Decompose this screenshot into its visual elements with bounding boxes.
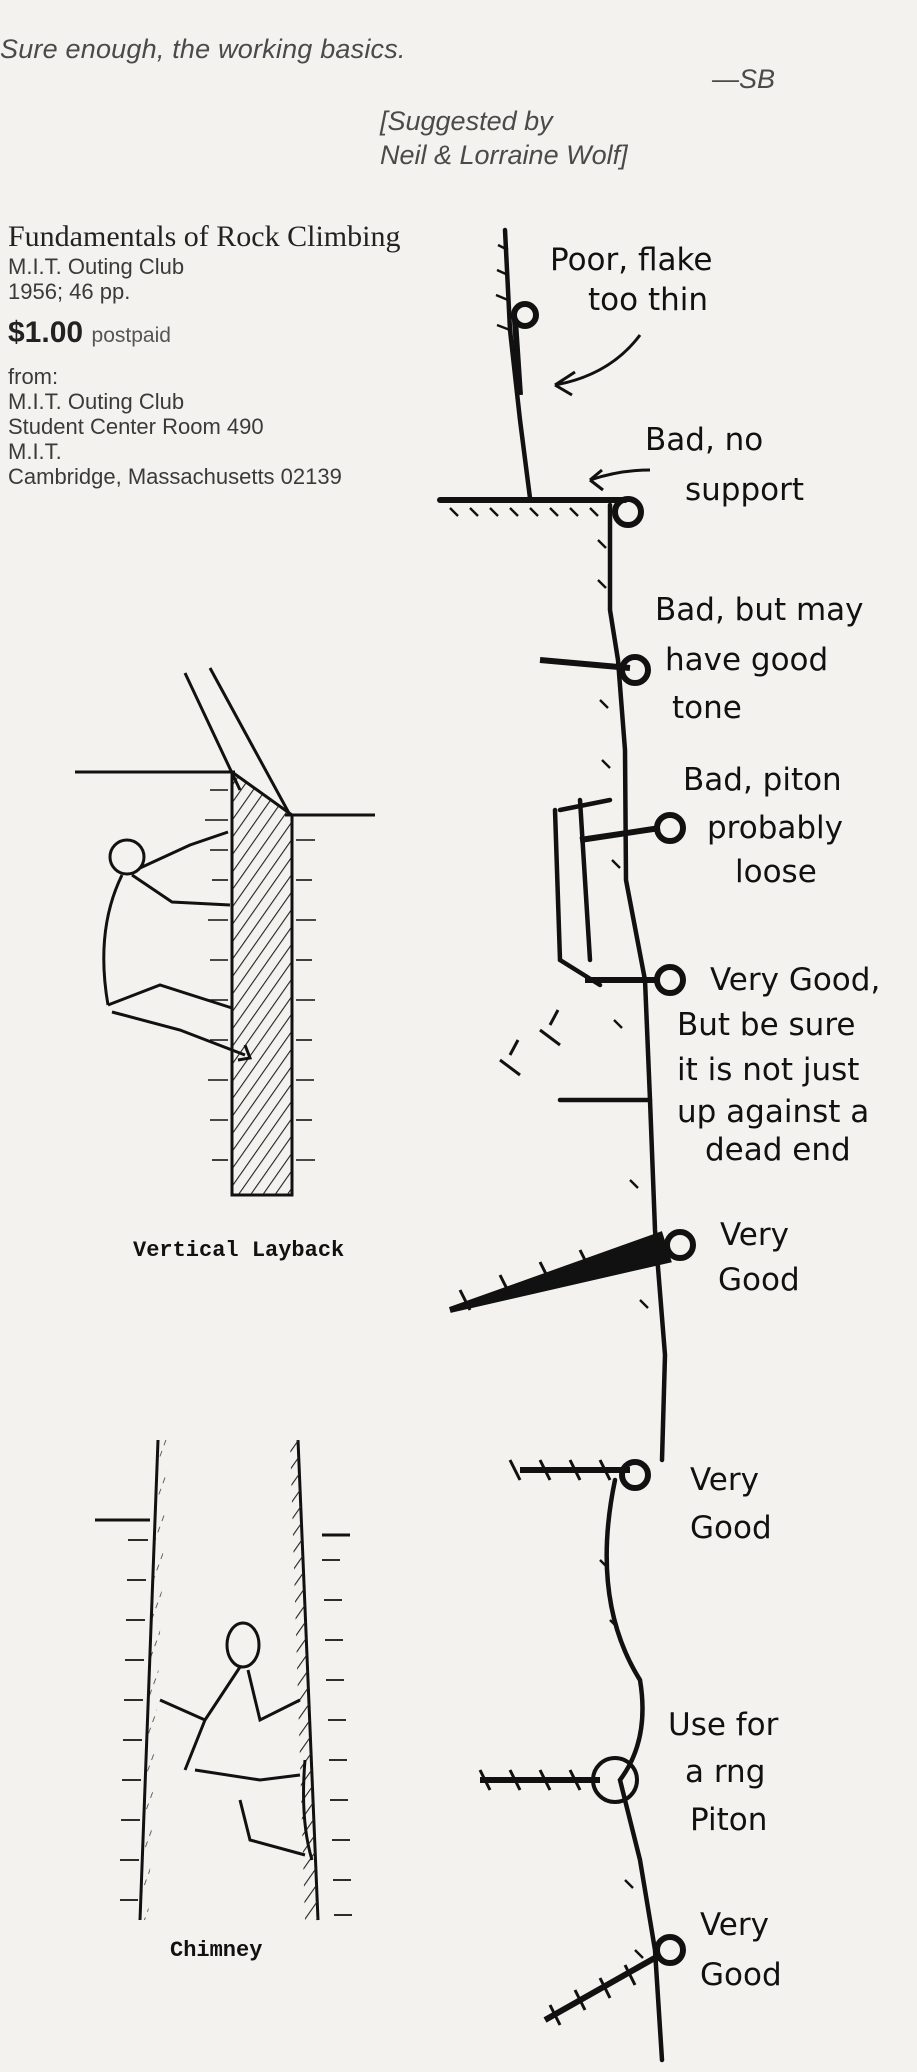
note-text: probably [707,810,843,846]
ledge-hatching [458,1009,637,2026]
note-text: Bad, piton [683,762,842,798]
order-address-line: Cambridge, Massachusetts 02139 [8,464,342,489]
note-text: have good [665,642,828,678]
order-address-line: M.I.T. Outing Club [8,389,185,414]
note-text: Good [690,1510,772,1546]
piton-note: Poor, flake too thin [550,242,712,318]
intro-quote: Sure enough, the working basics. [0,34,406,64]
piton-note: Bad, no support [645,422,804,508]
note-text: Bad, no [645,422,763,458]
note-text: Good [718,1262,800,1298]
note-text: Piton [690,1802,767,1838]
note-text: loose [735,854,817,890]
suggested-line-1: [Suggested by [380,106,553,136]
chimney-illustration [95,1439,352,1921]
note-text: Use for [668,1707,779,1743]
piton-note: Bad, but may have good tone [655,592,864,726]
book-edition: 1956; 46 pp. [8,279,131,304]
note-text: up against a [677,1094,869,1130]
order-address-line: M.I.T. [8,439,62,464]
crack-hatching [449,243,649,1959]
piton-markers [448,301,696,2023]
book-publisher: M.I.T. Outing Club [8,254,185,279]
book-title: Fundamentals of Rock Climbing [8,220,401,253]
piton-note: Bad, piton probably loose [683,762,843,890]
layback-illustration [75,667,375,1197]
book-price-row: $1.00 postpaid [8,316,400,350]
suggested-by: [Suggested by Neil & Lorraine Wolf] [380,104,628,172]
note-text: a rng [685,1754,765,1790]
note-text: it is not just [677,1052,859,1088]
piton-note: Very Good [690,1462,772,1546]
book-listing: Fundamentals of Rock Climbing M.I.T. Out… [8,220,400,489]
intro-signature: —SB [712,64,776,94]
note-text: too thin [588,282,708,318]
note-text: Poor, flake [550,242,712,278]
chimney-caption: Chimney [170,1938,263,1963]
note-text: Very Good, [710,962,880,998]
book-price-note: postpaid [91,324,171,347]
layback-caption: Vertical Layback [133,1238,345,1263]
note-text: Good [700,1957,782,1993]
pointer-arrows [554,334,651,492]
order-address-line: Student Center Room 490 [8,414,264,439]
note-text: But be sure [677,1007,855,1043]
note-text: Bad, but may [655,592,864,628]
note-text: Very [720,1217,789,1253]
note-text: support [685,472,804,508]
piton-note: Use for a rng Piton [668,1707,779,1838]
suggested-line-2: Neil & Lorraine Wolf] [380,140,628,170]
note-text: tone [672,690,742,726]
piton-note: Very Good [700,1907,782,1993]
piton-crack-diagram [437,227,668,2063]
note-text: Very [690,1462,759,1498]
order-from-label: from: [8,364,59,389]
book-price: $1.00 [8,316,84,349]
note-text: dead end [705,1132,851,1168]
piton-note: Very Good, But be sure it is not just up… [677,962,880,1168]
piton-note: Very Good [718,1217,800,1298]
note-text: Very [700,1907,769,1943]
